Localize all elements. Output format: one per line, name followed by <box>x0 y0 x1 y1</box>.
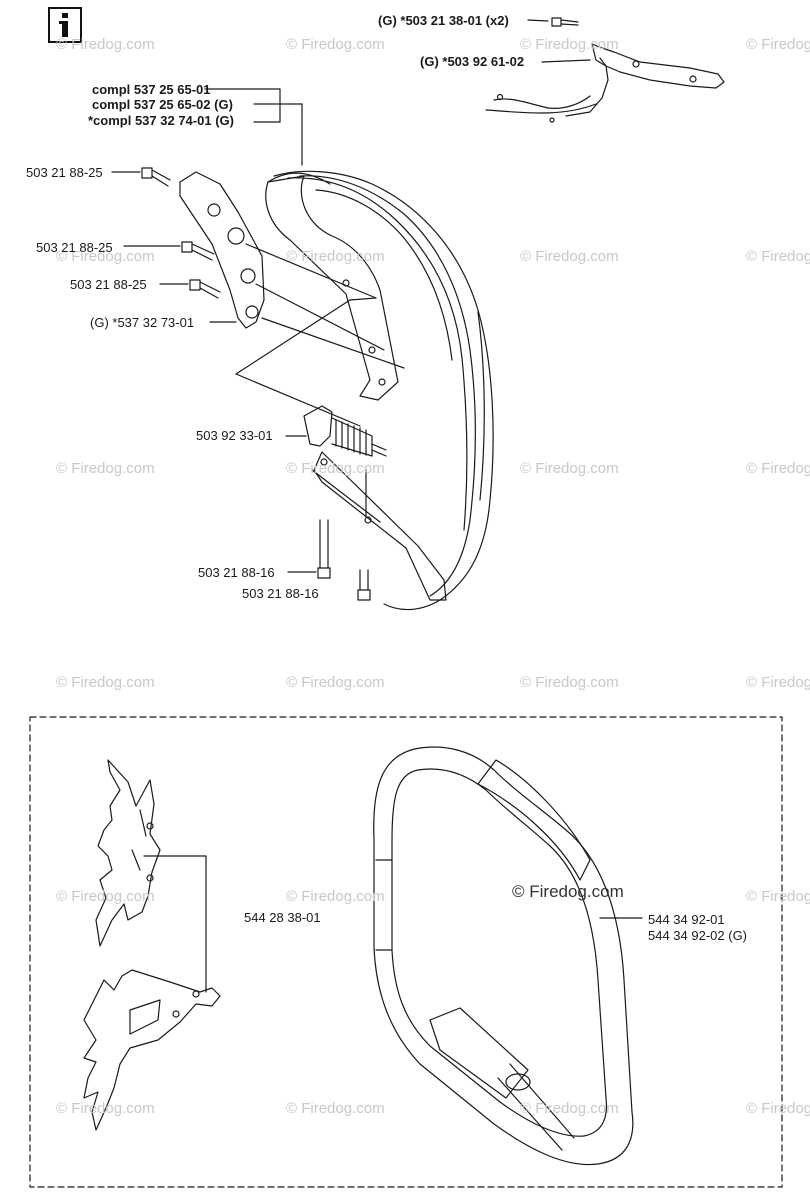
watermark: © Firedog.com <box>286 888 385 905</box>
watermark: © Firedog.com <box>746 460 810 477</box>
watermark: © Firedog.com <box>56 36 155 53</box>
watermark: © Firedog.com <box>746 888 810 905</box>
part-label-screw-a: 503 21 88-25 <box>26 165 103 180</box>
part-label-spring: 503 92 33-01 <box>196 428 273 443</box>
spring-drawing <box>303 405 387 457</box>
part-label-compl-3: *compl 537 32 74-01 (G) <box>88 113 234 128</box>
front-handle-drawing <box>373 746 634 1166</box>
watermark: © Firedog.com <box>520 674 619 691</box>
watermark: © Firedog.com <box>520 248 619 265</box>
part-label-bracket-g: (G) *537 32 73-01 <box>90 315 195 330</box>
part-label-screw-c: 503 21 88-25 <box>70 277 147 292</box>
watermark: © Firedog.com <box>56 460 155 477</box>
part-label-handle-2: 544 34 92-02 (G) <box>648 928 748 943</box>
part-label-screw-b: 503 21 88-25 <box>36 240 113 255</box>
watermark: © Firedog.com <box>56 1100 155 1117</box>
watermark-main: © Firedog.com <box>512 882 624 901</box>
watermark: © Firedog.com <box>286 1100 385 1117</box>
bottom-screws-drawing <box>317 519 371 601</box>
part-label-compl-1: compl 537 25 65-01 <box>92 82 211 97</box>
watermark: © Firedog.com <box>520 460 619 477</box>
hand-guard-drawing <box>265 170 494 611</box>
watermark: © Firedog.com <box>286 674 385 691</box>
watermark: © Firedog.com <box>746 674 810 691</box>
watermark: © Firedog.com <box>56 248 155 265</box>
part-label-screw-d: 503 21 88-16 <box>198 565 275 580</box>
watermark: © Firedog.com <box>286 460 385 477</box>
watermark: © Firedog.com <box>520 36 619 53</box>
part-label-screw-e: 503 21 88-16 <box>242 586 319 601</box>
watermark: © Firedog.com <box>286 248 385 265</box>
watermark: © Firedog.com <box>56 674 155 691</box>
watermark: © Firedog.com <box>746 36 810 53</box>
info-icon <box>48 7 82 43</box>
watermark: © Firedog.com <box>520 1100 619 1117</box>
part-label-top-right-bracket: (G) *503 92 61-02 <box>420 54 525 69</box>
top-right-bracket-drawing <box>485 17 725 123</box>
left-bracket-drawing <box>141 167 405 427</box>
part-label-compl-2: compl 537 25 65-02 (G) <box>92 97 233 112</box>
watermark: © Firedog.com <box>746 248 810 265</box>
watermark: © Firedog.com <box>746 1100 810 1117</box>
part-label-handle-1: 544 34 92-01 <box>648 912 725 927</box>
felling-spike-drawing <box>83 759 221 1131</box>
part-label-top-right-screw: (G) *503 21 38-01 (x2) <box>378 13 509 28</box>
part-label-spike: 544 28 38-01 <box>244 910 321 925</box>
watermark: © Firedog.com <box>286 36 385 53</box>
watermark: © Firedog.com <box>56 888 155 905</box>
